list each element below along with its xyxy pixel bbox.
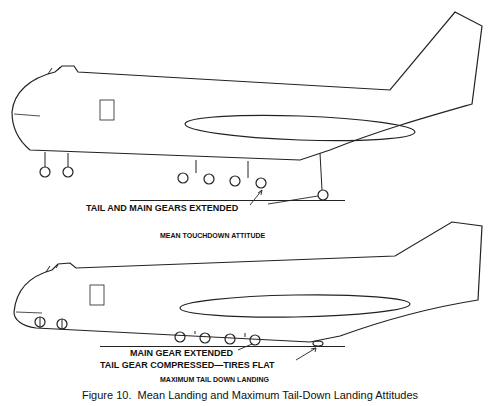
attitude-title: MAXIMUM TAIL DOWN LANDING [160,376,269,384]
aircraft-bottom [14,222,482,360]
aircraft-top [12,12,482,205]
gear-callout: TAIL AND MAIN GEARS EXTENDED [86,204,238,214]
gear-callout: MAIN GEAR EXTENDED [130,349,233,359]
figure-caption: Figure 10. Mean Landing and Maximum Tail… [82,389,418,401]
attitude-title: MEAN TOUCHDOWN ATTITUDE [160,232,265,240]
gear-callout: TAIL GEAR COMPRESSED—TIRES FLAT [100,361,275,371]
